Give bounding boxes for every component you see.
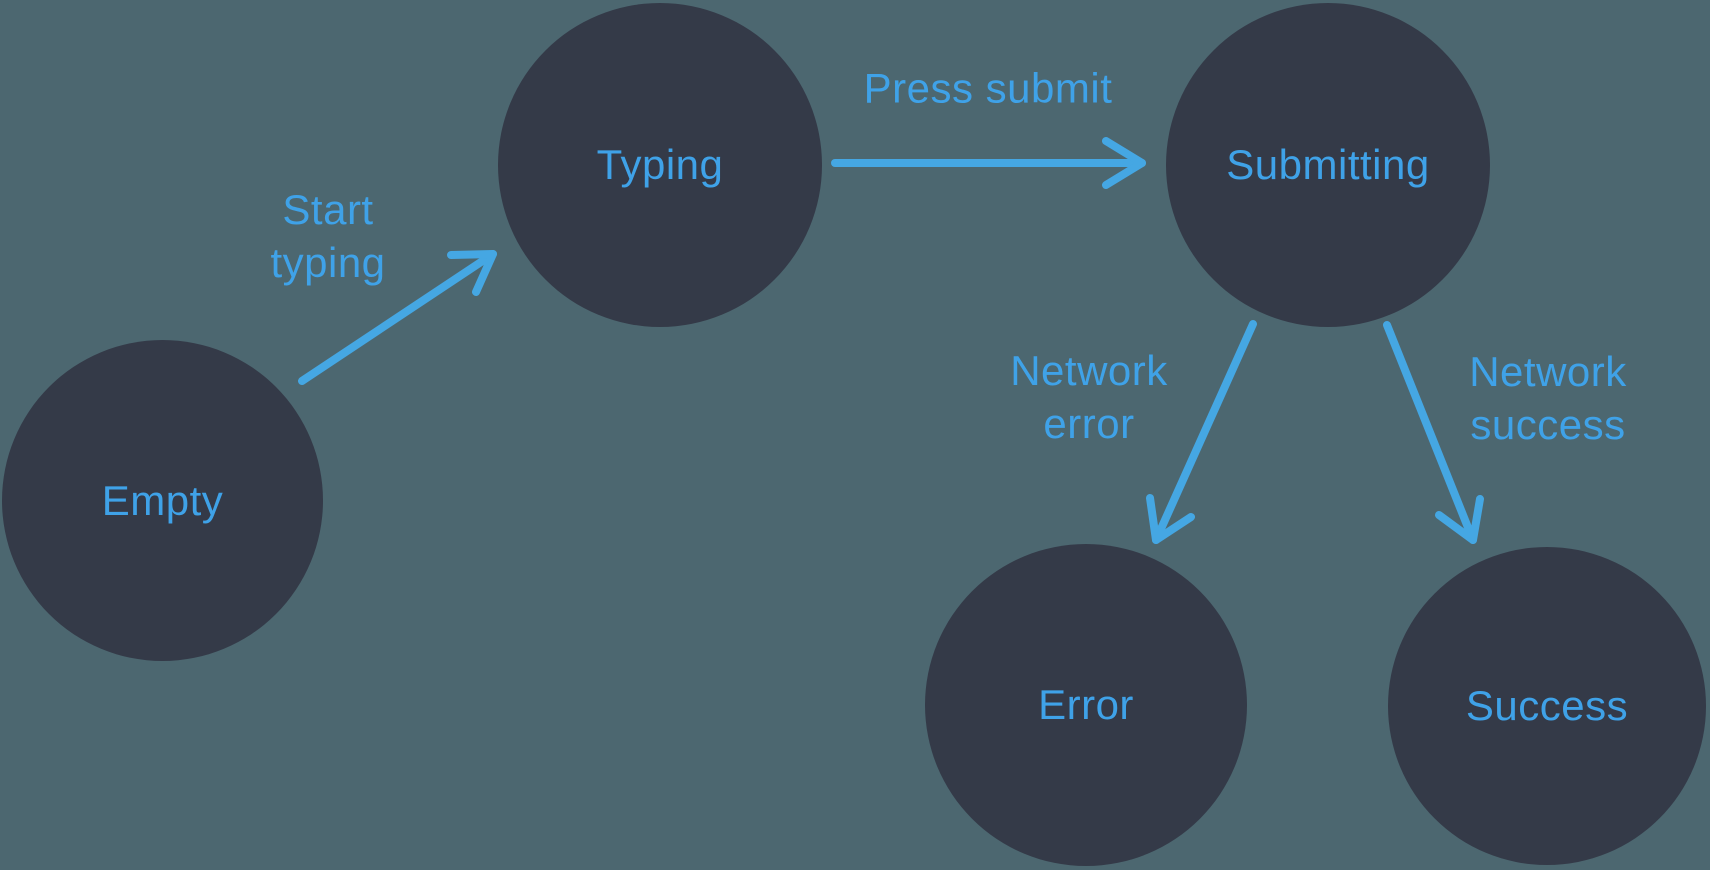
edge-label-press-submit: Press submit [864, 62, 1113, 115]
state-node-empty-label: Empty [101, 476, 224, 524]
edge-label-network-success: Network success [1469, 345, 1627, 451]
edge-label-start-typing-line2: typing [270, 239, 386, 286]
arrow-network-error-head [1146, 494, 1195, 544]
edge-label-network-success-line1: Network [1469, 348, 1627, 395]
arrow-start-typing-head [447, 250, 497, 296]
edge-label-network-error-line1: Network [1010, 347, 1168, 394]
state-node-typing-label: Typing [596, 141, 724, 188]
arrow-press-submit-head [1102, 137, 1146, 189]
state-node-success: Success [1388, 547, 1706, 865]
state-node-submitting: Submitting [1166, 3, 1490, 327]
arrow-network-success-shaft [1383, 321, 1477, 544]
edge-label-start-typing: Start typing [270, 183, 385, 289]
state-node-error-label: Error [1038, 681, 1134, 728]
arrow-press-submit [831, 137, 1146, 189]
state-node-empty: Empty [2, 340, 323, 661]
state-node-success-label: Success [1465, 682, 1629, 729]
state-node-error: Error [925, 544, 1247, 866]
state-node-typing: Typing [498, 3, 822, 327]
edge-label-press-submit-line1: Press submit [863, 64, 1113, 112]
arrow-network-success-head [1435, 495, 1484, 544]
edge-label-network-success-line2: success [1470, 401, 1626, 448]
edge-label-start-typing-line1: Start [282, 186, 374, 233]
arrow-network-success [1383, 321, 1484, 544]
edge-label-network-error-line2: error [1043, 400, 1135, 447]
state-node-submitting-label: Submitting [1226, 141, 1430, 188]
edge-label-network-error: Network error [1010, 344, 1168, 450]
arrow-network-error-shaft [1152, 320, 1257, 544]
